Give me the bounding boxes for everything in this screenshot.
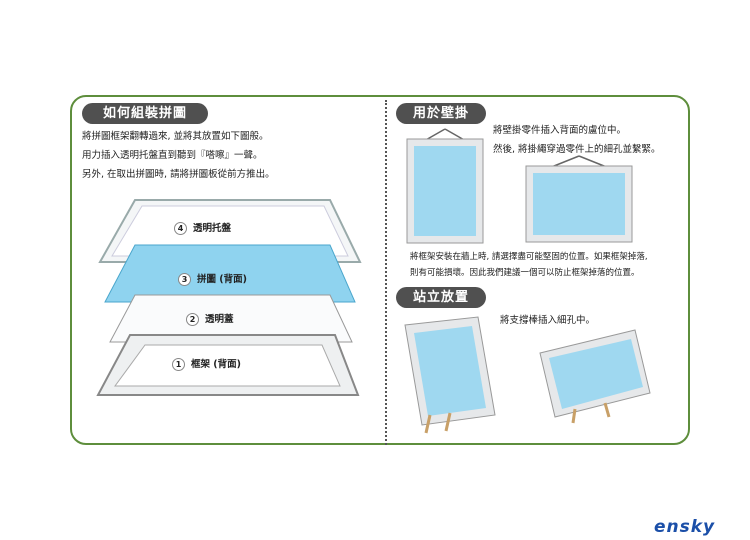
wall-frame-1 <box>406 128 484 244</box>
number-badge: 1 <box>172 358 185 371</box>
stand-frame-1 <box>404 316 496 434</box>
cover-layer <box>109 294 353 343</box>
layer-diagram <box>96 199 362 396</box>
assemble-line: 將拼圖框架翻轉過來, 並將其放置如下圖般。 <box>82 131 269 142</box>
layer-label-2: 2 透明蓋 <box>186 311 234 326</box>
layer-label: 拼圖 (背面) <box>197 274 247 285</box>
layer-label: 透明托盤 <box>193 223 232 234</box>
wall-title: 用於壁掛 <box>396 103 486 124</box>
stand-frame-2 <box>539 329 651 424</box>
wall-frame-2 <box>525 155 633 243</box>
layer-label-3: 3 拼圖 (背面) <box>178 271 247 286</box>
wall-notes: 將框架安裝在牆上時, 請選擇盡可能堅固的位置。如果框架掉落, 則有可能損壞。因此… <box>410 249 648 281</box>
instruction-panel <box>70 95 690 445</box>
assemble-line: 另外, 在取出拼圖時, 請將拼圖板從前方推出。 <box>82 169 275 180</box>
wall-line: 將壁掛零件插入背面的盧位中。 <box>493 125 627 136</box>
assemble-instructions: 將拼圖框架翻轉過來, 並將其放置如下圖般。 用力插入透明托盤直到聽到『嗒嚓』一聲… <box>82 127 275 184</box>
number-badge: 3 <box>178 273 191 286</box>
assemble-line: 用力插入透明托盤直到聽到『嗒嚓』一聲。 <box>82 150 263 161</box>
number-badge: 2 <box>186 313 199 326</box>
stand-title: 站立放置 <box>396 287 486 308</box>
wall-note: 將框架安裝在牆上時, 請選擇盡可能堅固的位置。如果框架掉落, <box>410 252 648 262</box>
stand-instruction: 將支撐棒插入細孔中。 <box>500 315 596 326</box>
wall-note: 則有可能損壞。因此我們建議一個可以防止框架掉落的位置。 <box>410 268 640 278</box>
puzzle-layer <box>104 244 356 303</box>
layer-label-1: 1 框架 (背面) <box>172 356 241 371</box>
section-divider <box>385 100 387 445</box>
layer-label: 框架 (背面) <box>191 359 241 370</box>
layer-label-4: 4 透明托盤 <box>174 220 231 235</box>
layer-label: 透明蓋 <box>205 314 234 325</box>
wall-line: 然後, 將掛繩穿過零件上的細孔並繫緊。 <box>493 144 661 155</box>
number-badge: 4 <box>174 222 187 235</box>
ensky-logo: ensky <box>654 517 716 537</box>
assemble-title: 如何組裝拼圖 <box>82 103 208 124</box>
wall-instructions: 將壁掛零件插入背面的盧位中。 然後, 將掛繩穿過零件上的細孔並繫緊。 <box>493 121 661 159</box>
